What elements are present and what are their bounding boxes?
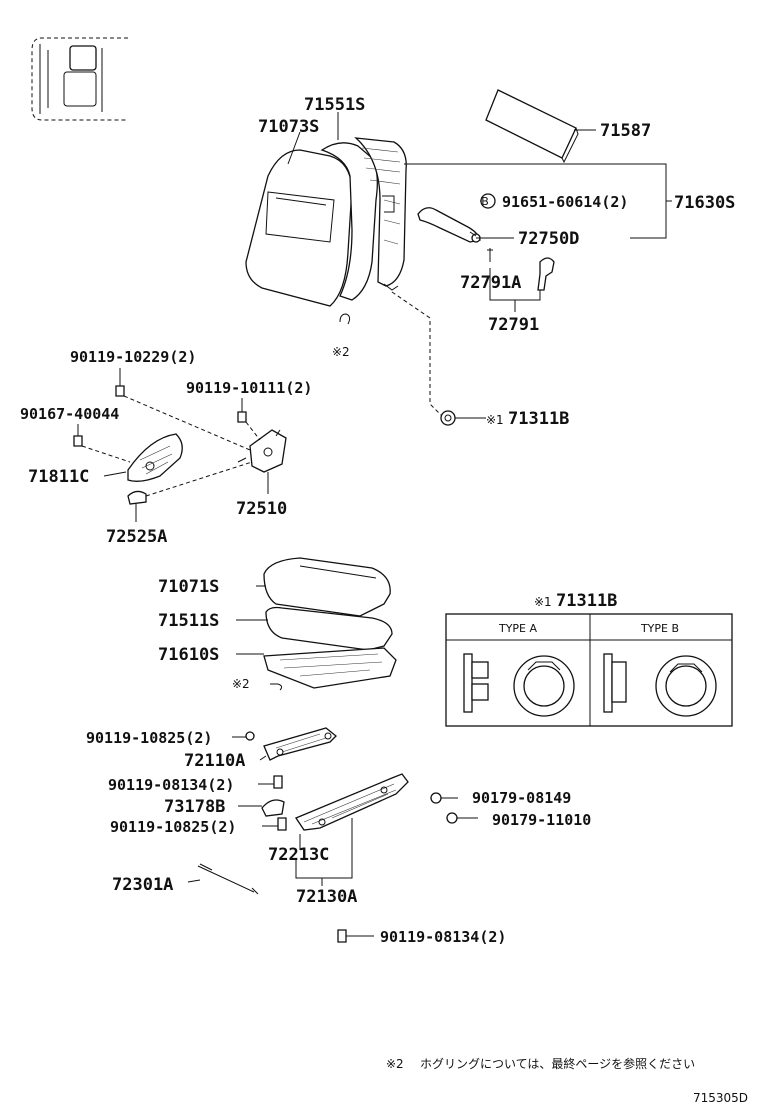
label-71311b: 71311B <box>508 409 569 429</box>
back-board-drawing <box>485 89 579 164</box>
seatback-pad-drawing <box>320 142 378 301</box>
cushion-frame-drawing <box>263 647 397 689</box>
illustration-id: 715305D <box>693 1091 748 1105</box>
label-72791: 72791 <box>488 315 539 335</box>
recliner-lever-drawing <box>417 207 481 243</box>
bolt-a-drawing <box>245 731 255 741</box>
seatback-frame-drawing <box>354 137 407 291</box>
inset-type-a-label: TYPE A <box>498 622 538 635</box>
lower-rail-drawing <box>295 773 409 831</box>
label-71610s: 71610S <box>158 645 219 665</box>
label-71073s: 71073S <box>258 117 319 137</box>
footer-note-mark: ※2 <box>386 1057 404 1071</box>
type-a-clip-front-drawing <box>513 655 575 717</box>
label-72510: 72510 <box>236 499 287 519</box>
label-72213c: 72213C <box>268 845 329 865</box>
small-bolt-drawing-1 <box>115 385 125 397</box>
spring-wire-drawing <box>197 863 259 895</box>
hog-ring-icon-2 <box>270 683 283 691</box>
label-71587: 71587 <box>600 121 651 141</box>
cushion-pad-drawing <box>265 606 393 651</box>
clip-type-inset <box>445 613 733 727</box>
label-90119-10229: 90119-10229(2) <box>70 348 196 366</box>
inset-note1-mark: ※1 <box>534 595 552 609</box>
bolt-b-drawing <box>273 775 283 789</box>
label-90119-08134-a: 90119-08134(2) <box>108 776 234 794</box>
knob-drawing <box>537 257 555 291</box>
label-72525a: 72525A <box>106 527 167 547</box>
nut-b-drawing <box>446 812 458 824</box>
nut-a-drawing <box>430 792 442 804</box>
label-90119-08134-b: 90119-08134(2) <box>380 928 506 946</box>
vehicle-locator-icon <box>31 37 128 121</box>
label-72791a: 72791A <box>460 273 521 293</box>
label-90119-10825-a: 90119-10825(2) <box>86 729 212 747</box>
cover-73178b-drawing <box>261 799 285 817</box>
small-bolt-drawing-2 <box>237 411 247 423</box>
small-bolt-drawing-3 <box>73 435 83 447</box>
label-72110a: 72110A <box>184 751 245 771</box>
note2-mark-back: ※2 <box>332 345 350 359</box>
label-90119-10825-b: 90119-10825(2) <box>110 818 236 836</box>
label-71630s: 71630S <box>674 193 735 213</box>
label-90179-08149: 90179-08149 <box>472 789 571 807</box>
label-71811c: 71811C <box>28 467 89 487</box>
hog-ring-icon <box>339 313 351 325</box>
label-71551s: 71551S <box>304 95 365 115</box>
label-71511s: 71511S <box>158 611 219 631</box>
cushion-cover-drawing <box>263 557 391 617</box>
label-90167-40044: 90167-40044 <box>20 405 119 423</box>
note1-mark-clip: ※1 <box>486 413 504 427</box>
note2-mark-cushion: ※2 <box>232 677 250 691</box>
type-a-clip-side-drawing <box>463 653 489 713</box>
circled-b-icon <box>480 193 496 209</box>
inset-title: 71311B <box>556 591 617 611</box>
inset-type-b-label: TYPE B <box>640 622 679 635</box>
bolt-c-drawing <box>277 817 287 831</box>
label-91651-60614: 91651-60614(2) <box>502 193 628 211</box>
label-72130a: 72130A <box>296 887 357 907</box>
label-72750d: 72750D <box>518 229 579 249</box>
hook-small-drawing <box>487 248 493 262</box>
recliner-cover-drawing <box>127 433 183 482</box>
clip-drawing <box>440 410 456 426</box>
label-73178b: 73178B <box>164 797 225 817</box>
upper-rail-drawing <box>263 727 337 761</box>
label-72301a: 72301A <box>112 875 173 895</box>
label-71071s: 71071S <box>158 577 219 597</box>
seatback-cover-drawing <box>245 149 353 307</box>
bolt-d-drawing <box>337 929 347 943</box>
circled-b-label: B <box>481 195 489 208</box>
type-b-clip-front-drawing <box>655 655 717 717</box>
cap-drawing <box>127 490 147 505</box>
label-90119-10111: 90119-10111(2) <box>186 379 312 397</box>
footer-note-text: ホグリングについては、最終ページを参照ください <box>420 1056 695 1071</box>
label-90179-11010: 90179-11010 <box>492 811 591 829</box>
type-b-clip-side-drawing <box>603 653 627 713</box>
recliner-bracket-drawing <box>237 429 287 473</box>
